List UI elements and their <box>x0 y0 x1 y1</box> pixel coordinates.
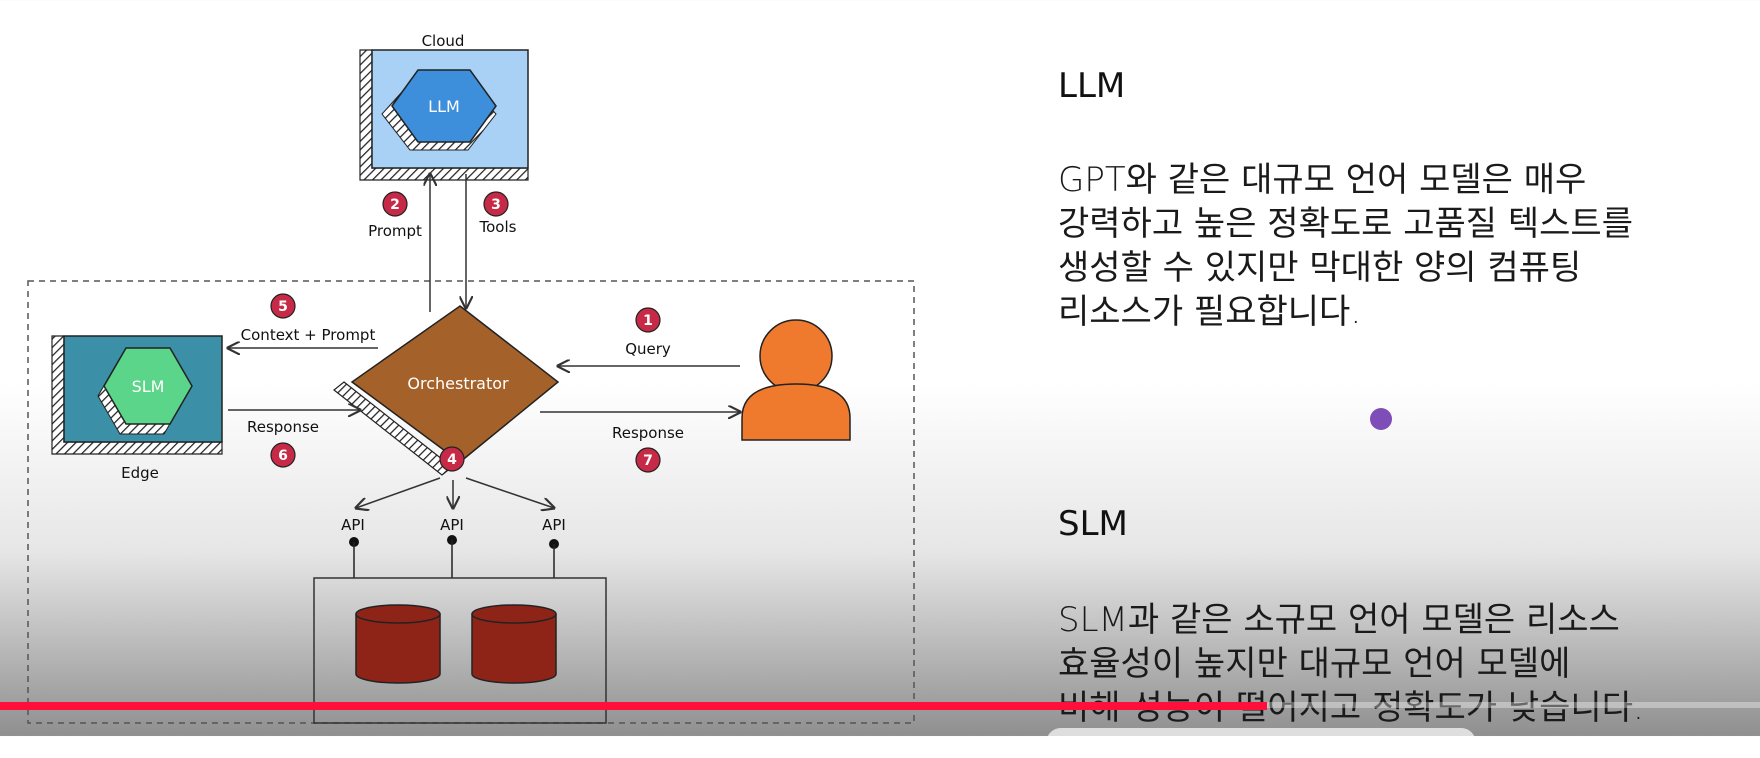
step-badge-2: 2 <box>382 191 408 217</box>
step-badge-5: 5 <box>270 293 296 319</box>
api-label-center: API <box>440 516 464 534</box>
api-arrow-right <box>465 477 554 508</box>
llm-description: GPT와 같은 대규모 언어 모델은 매우 강력하고 높은 정확도로 고품질 텍… <box>1058 160 1633 332</box>
step-badge-6: 6 <box>270 442 296 468</box>
video-progress-fill[interactable] <box>0 702 1268 710</box>
api-arrow-left <box>356 477 441 508</box>
player-control-pill[interactable] <box>1046 728 1476 758</box>
svg-text:3: 3 <box>491 197 501 213</box>
architecture-diagram: Cloud LLM 2 Prompt 3 Tools Orchestrator … <box>27 32 915 724</box>
slm-node-label: SLM <box>132 377 165 396</box>
api-label-left: API <box>341 516 365 534</box>
step-badge-1: 1 <box>635 307 661 333</box>
llm-node-label: LLM <box>428 97 460 116</box>
database-icon-1 <box>355 604 441 684</box>
edge-box: SLM <box>51 335 223 455</box>
llm-heading: LLM <box>1058 66 1126 106</box>
step-badge-7: 7 <box>635 447 661 473</box>
llm-hexagon <box>391 69 497 143</box>
slm-hexagon <box>103 347 193 425</box>
cursor-dot <box>1370 408 1392 430</box>
data-store-box <box>313 577 607 724</box>
cloud-box: LLM <box>359 49 529 181</box>
svg-text:7: 7 <box>643 453 653 469</box>
svg-text:4: 4 <box>447 452 457 468</box>
prompt-label: Prompt <box>368 222 422 240</box>
api-connectors <box>349 535 559 578</box>
slm-heading: SLM <box>1058 504 1128 544</box>
orchestrator-node: Orchestrator <box>333 305 560 476</box>
svg-text:5: 5 <box>278 299 288 315</box>
cloud-label: Cloud <box>422 32 465 50</box>
user-icon <box>741 319 851 441</box>
svg-text:2: 2 <box>390 197 400 213</box>
api-label-right: API <box>542 516 566 534</box>
edge-label: Edge <box>121 464 159 482</box>
query-label: Query <box>625 340 671 358</box>
user-response-label: Response <box>612 424 684 442</box>
svg-text:6: 6 <box>278 448 288 464</box>
step-badge-4: 4 <box>439 446 465 472</box>
orchestrator-label: Orchestrator <box>407 374 509 393</box>
slm-response-label: Response <box>247 418 319 436</box>
context-prompt-label: Context + Prompt <box>241 326 376 344</box>
step-badge-3: 3 <box>483 191 509 217</box>
slm-description: SLM과 같은 소규모 언어 모델은 리소스 효율성이 높지만 대규모 언어 모… <box>1058 600 1644 728</box>
svg-text:1: 1 <box>643 313 653 329</box>
tools-label: Tools <box>479 218 517 236</box>
database-icon-2 <box>471 604 557 684</box>
